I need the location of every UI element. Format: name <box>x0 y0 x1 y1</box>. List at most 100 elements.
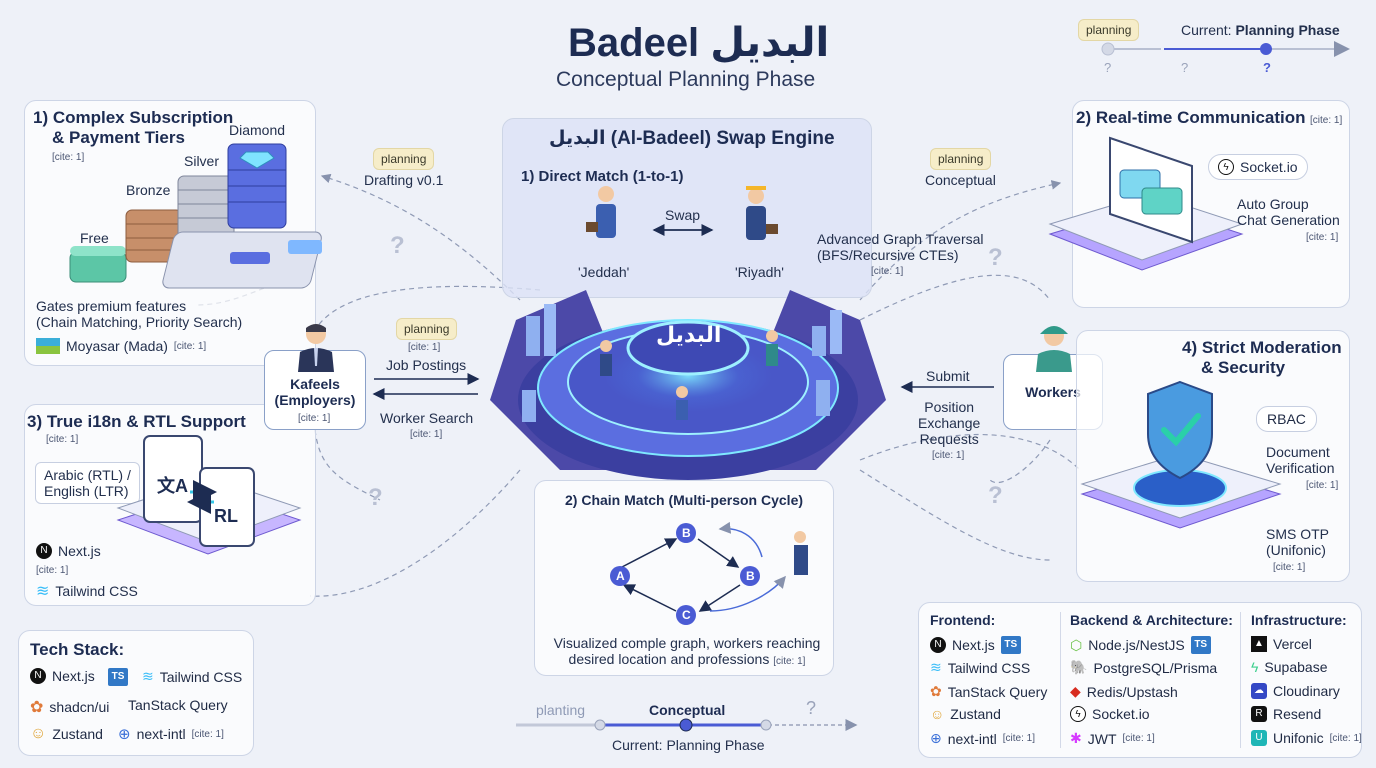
chain-node-b-top: B <box>682 526 691 540</box>
bottom-q: ? <box>806 698 817 718</box>
fe-tanstack: ✿TanStack Query <box>930 683 1048 700</box>
socketio-chip: ϟ Socket.io <box>1208 154 1308 180</box>
ts-nextintl: ⊕next-intl[cite: 1] <box>118 726 224 743</box>
tanstack-icon: ✿ <box>930 683 942 699</box>
redis-icon: ◆ <box>1070 683 1081 699</box>
top-progress-prefix: Current: <box>1181 22 1236 38</box>
question-mark-1: ? <box>390 232 405 259</box>
moderation-title: 4) Strict Moderation & Security <box>1182 338 1342 377</box>
unifonic-icon: U <box>1251 730 1267 746</box>
top-q-1: ? <box>1104 60 1112 75</box>
top-progress-pill: planning <box>1078 19 1140 41</box>
right-top-label: Conceptual <box>925 172 996 188</box>
bottom-conceptual: Conceptual <box>649 702 726 718</box>
shadcn-icon: ✿ <box>30 699 44 716</box>
engine-card <box>502 118 872 298</box>
tier-silver: Silver <box>184 153 220 169</box>
in-vercel: ▲Vercel <box>1251 636 1312 652</box>
auto-group-label: Auto Group Chat Generation <box>1237 196 1340 228</box>
realtime-title: 2) Real-time Communication [cite: 1] <box>1076 108 1343 127</box>
bottom-current: Current: Planning Phase <box>612 737 765 753</box>
engine-title: البديل (Al-Badeel) Swap Engine <box>549 128 835 149</box>
engine-core-platform <box>490 290 886 480</box>
ts-zustand: ☺Zustand <box>30 725 103 742</box>
security-shield-illustration <box>1080 380 1282 529</box>
chain-cycle-graph <box>610 521 808 625</box>
sms-otp-label: SMS OTP (Unifonic) <box>1266 526 1330 558</box>
tech-stack-card <box>18 630 254 756</box>
fe-tailwind: ≋Tailwind CSS <box>930 659 1031 676</box>
zustand-icon: ☺ <box>30 725 47 742</box>
arch-divider-2 <box>1240 612 1241 748</box>
fe-nextintl: ⊕next-intl[cite: 1] <box>930 730 1036 747</box>
chain-desc: Visualized comple graph, workers reachin… <box>553 635 821 667</box>
i18n-glyph-b: RL <box>214 506 238 526</box>
vercel-icon: ▲ <box>1251 636 1267 652</box>
nodejs-icon: ⬡ <box>1070 636 1083 653</box>
workers-label: Workers <box>1025 384 1081 400</box>
i18n-next-row: N Next.js <box>36 543 101 559</box>
ts-tanstack: TanStack Query <box>128 697 228 713</box>
kafeels-label: Kafeels (Employers) <box>274 376 356 408</box>
ts-tailwind: ≋Tailwind CSS <box>142 668 243 685</box>
be-postgres: 🐘PostgreSQL/Prisma <box>1070 659 1218 676</box>
submit-arrow <box>900 381 994 393</box>
engine-direct-title: 1) Direct Match (1-to-1) <box>521 168 684 185</box>
kafeel-avatar-icon <box>298 324 334 372</box>
top-progress-track <box>1101 41 1350 57</box>
job-worker-arrows <box>372 373 480 400</box>
in-cloudinary: ☁Cloudinary <box>1251 683 1340 699</box>
left-top-label: Drafting v0.1 <box>364 172 444 188</box>
globe-icon: ⊕ <box>930 730 942 746</box>
socketio-icon: ϟ <box>1218 159 1234 175</box>
moderation-card <box>1076 330 1350 582</box>
socketio-icon: ϟ <box>1070 706 1086 722</box>
worker-avatar-icon <box>1036 326 1072 372</box>
doc-verification-cite: [cite: 1] <box>1306 480 1339 491</box>
top-q-2: ? <box>1181 60 1189 75</box>
submit-label: Submit <box>926 368 970 384</box>
arch-divider-1 <box>1060 612 1061 748</box>
direct-swap-illustration <box>586 186 778 240</box>
i18n-glyph-a: 文A <box>157 476 188 496</box>
subscription-cite: [cite: 1] <box>52 152 85 163</box>
mada-icon <box>36 338 60 354</box>
typescript-icon: TS <box>1190 636 1211 654</box>
postgres-icon: 🐘 <box>1070 659 1088 675</box>
i18n-tailwind-row: ≋ Tailwind CSS <box>36 583 138 600</box>
position-exchange-cite: [cite: 1] <box>932 450 965 461</box>
auto-group-cite: [cite: 1] <box>1306 232 1339 243</box>
ts-shadcn: ✿shadcn/ui <box>30 699 110 716</box>
graph-traversal-cite: [cite: 1] <box>871 266 904 277</box>
globe-icon: ⊕ <box>118 726 131 743</box>
i18n-lang-box: Arabic (RTL) / English (LTR) <box>35 462 140 504</box>
position-exchange-label: Position Exchange Requests <box>918 399 981 447</box>
chain-node-c: C <box>682 608 691 622</box>
jwt-icon: ✱ <box>1070 730 1082 746</box>
direct-swap-label: Swap <box>665 207 701 223</box>
city-jeddah: 'Jeddah' <box>578 264 630 280</box>
tier-stacks-illustration <box>69 143 322 289</box>
fe-zustand: ☺Zustand <box>930 706 1001 722</box>
worker-search-cite: [cite: 1] <box>410 429 443 440</box>
chat-monitor-illustration <box>1048 136 1244 271</box>
zustand-icon: ☺ <box>930 706 945 722</box>
ts-typescript: TS <box>108 668 128 686</box>
nextjs-icon: N <box>36 543 52 559</box>
chain-title: 2) Chain Match (Multi-person Cycle) <box>565 492 804 508</box>
i18n-title: 3) True i18n & RTL Support <box>27 412 246 431</box>
question-mark-4: ? <box>988 482 1003 509</box>
doc-verification-label: Document Verification <box>1266 444 1335 476</box>
mid-cite: [cite: 1] <box>408 342 441 353</box>
mid-pill: planning <box>396 318 458 340</box>
page-subtitle: Conceptual Planning Phase <box>556 68 816 91</box>
city-riyadh: 'Riyadh' <box>735 264 784 280</box>
infra-title: Infrastructure: <box>1251 612 1347 628</box>
tier-diamond: Diamond <box>229 122 286 138</box>
bottom-progress-track <box>516 718 858 732</box>
job-postings-label: Job Postings <box>386 357 467 373</box>
